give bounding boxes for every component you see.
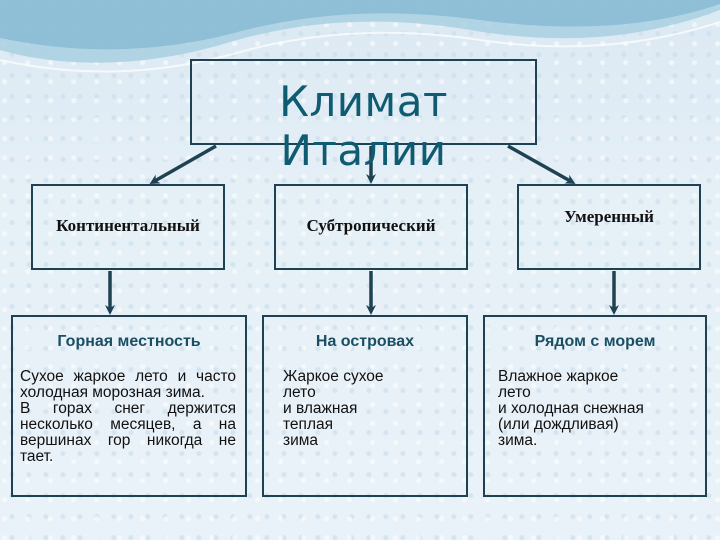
region-description: Сухое жаркое лето и часто холодная мороз… — [20, 368, 236, 465]
region-islands: На островах Жаркое сухое лето и влажная … — [262, 315, 468, 497]
climate-type-moderate: Умеренный — [517, 184, 701, 270]
region-seaside: Рядом с морем Влажное жаркое лето и холо… — [483, 315, 707, 497]
climate-type-label: Континентальный — [56, 216, 200, 235]
region-heading: Горная местность — [57, 333, 201, 350]
region-description: Влажное жаркое лето и холодная снежная (… — [498, 368, 644, 449]
region-mountains: Горная местность Сухое жаркое лето и час… — [11, 315, 247, 497]
page-title: Климат Италии — [279, 77, 448, 175]
region-description: Жаркое сухое лето и влажная теплая зима — [283, 368, 384, 449]
region-heading: На островах — [315, 333, 415, 350]
climate-type-continental: Континентальный — [31, 184, 225, 270]
title-box: Климат Италии — [190, 59, 537, 175]
decorative-wave — [0, 0, 720, 73]
climate-type-label: Умеренный — [564, 207, 654, 226]
climate-type-subtropical: Субтропический — [274, 184, 468, 270]
region-heading: Рядом с морем — [534, 333, 656, 350]
arrow-to-moderate — [507, 144, 576, 184]
arrow-to-continental — [149, 144, 217, 184]
climate-type-label: Субтропический — [306, 216, 436, 235]
